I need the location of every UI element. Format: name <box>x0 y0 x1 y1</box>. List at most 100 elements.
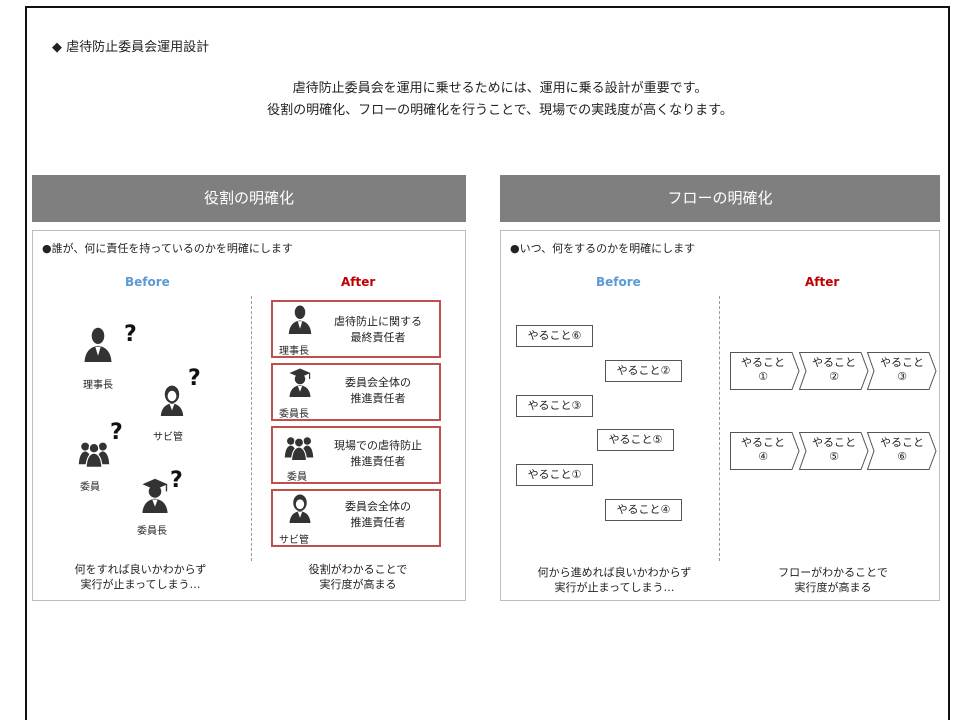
intro-line-1: 虐待防止委員会を運用に乗せるためには、運用に乗る設計が重要です。 <box>292 81 708 96</box>
question-mark-icon: ? <box>124 322 137 347</box>
flow-band: フローの明確化 <box>500 175 940 222</box>
caption-line-2: 実行度が高まる <box>794 581 872 594</box>
flow-after-caption: フローがわかることで 実行度が高まる <box>733 565 933 595</box>
caption-line-1: 役割がわかることで <box>308 563 408 576</box>
role-line-2: 最終責任者 <box>350 331 406 344</box>
flow-before-step: やること⑤ <box>597 429 674 451</box>
flow-before-step: やること⑥ <box>516 325 593 347</box>
role-description: 委員会全体の 推進責任者 <box>319 375 437 407</box>
role-box-sabikan: サビ管 委員会全体の 推進責任者 <box>271 489 441 547</box>
caption-line-2: 実行が止まってしまう… <box>554 581 675 594</box>
flow-before-step: やること② <box>605 360 682 382</box>
question-mark-icon: ? <box>170 468 183 493</box>
roles-before-label: Before <box>125 275 170 289</box>
caption-line-1: フローがわかることで <box>778 566 888 579</box>
caption-line-1: 何をすれば良いかわからず <box>74 563 207 576</box>
chevron-line-1: やること <box>741 436 785 449</box>
roles-before-caption: 何をすれば良いかわからず 実行が止まってしまう… <box>48 562 233 592</box>
roles-after-label: After <box>341 275 376 289</box>
chevron-line-2: ③ <box>897 370 907 383</box>
role-person: 委員長 <box>279 409 309 420</box>
roles-band-title: 役割の明確化 <box>203 189 294 207</box>
chevron-step-icon <box>730 352 800 390</box>
role-description: 現場での虐待防止 推進責任者 <box>319 438 437 470</box>
person-female-icon <box>285 493 315 523</box>
person-graduate-icon <box>285 367 315 397</box>
person-group-icon <box>74 437 114 469</box>
roles-after-caption: 役割がわかることで 実行度が高まる <box>268 562 448 592</box>
question-mark-icon: ? <box>188 366 201 391</box>
role-person: 委員 <box>287 472 307 483</box>
role-person: サビ管 <box>279 535 309 546</box>
chevron-line-2: ⑤ <box>829 450 839 463</box>
person-label-committee-chair: 委員長 <box>137 526 167 537</box>
role-line-2: 推進責任者 <box>350 455 406 468</box>
flow-before-caption: 何から進めれば良いかわからず 実行が止まってしまう… <box>512 565 717 595</box>
chevron-step-icon <box>866 352 937 390</box>
chevron-line-1: やること <box>880 436 924 449</box>
roles-bullet: ●誰が、何に責任を持っているのかを明確にします <box>42 242 293 255</box>
person-label-member: 委員 <box>80 482 100 493</box>
roles-divider <box>251 296 252 561</box>
chevron-step-icon <box>798 432 869 470</box>
flow-divider <box>719 296 720 561</box>
flow-after-label: After <box>805 275 840 289</box>
chevron-line-1: やること <box>741 356 785 369</box>
flow-before-step: やること① <box>516 464 593 486</box>
role-line-2: 推進責任者 <box>350 392 406 405</box>
role-line-1: 委員会全体の <box>345 500 411 513</box>
person-label-chairman: 理事長 <box>83 380 113 391</box>
role-description: 委員会全体の 推進責任者 <box>319 499 437 531</box>
role-line-2: 推進責任者 <box>350 516 406 529</box>
flow-before-step: やること③ <box>516 395 593 417</box>
person-label-sabikan: サビ管 <box>153 432 183 443</box>
person-graduate-icon <box>137 477 173 513</box>
intro-line-2: 役割の明確化、フローの明確化を行うことで、現場での実践度が高くなります。 <box>267 103 733 118</box>
role-line-1: 現場での虐待防止 <box>334 439 422 452</box>
person-suit-icon <box>80 326 116 362</box>
chevron-line-1: やること <box>812 436 856 449</box>
question-mark-icon: ? <box>110 420 123 445</box>
role-box-member: 委員 現場での虐待防止 推進責任者 <box>271 426 441 484</box>
roles-band: 役割の明確化 <box>32 175 466 222</box>
flow-bullet: ●いつ、何をするのかを明確にします <box>510 242 696 255</box>
flow-before-label: Before <box>596 275 641 289</box>
role-line-1: 委員会全体の <box>345 376 411 389</box>
role-description: 虐待防止に関する 最終責任者 <box>319 314 437 346</box>
flow-before-step: やること④ <box>605 499 682 521</box>
chevron-line-2: ① <box>758 370 768 383</box>
caption-line-2: 実行が止まってしまう… <box>80 578 201 591</box>
person-female-icon <box>156 382 188 418</box>
chevron-line-1: やること <box>880 356 924 369</box>
chevron-line-2: ⑥ <box>897 450 907 463</box>
role-box-chairman: 理事長 虐待防止に関する 最終責任者 <box>271 300 441 358</box>
chevron-step-icon <box>798 352 869 390</box>
chevron-step-icon <box>730 432 800 470</box>
chevron-line-2: ④ <box>758 450 768 463</box>
chevron-step-icon <box>866 432 937 470</box>
role-person: 理事長 <box>279 346 309 357</box>
flow-band-title: フローの明確化 <box>667 189 773 207</box>
role-line-1: 虐待防止に関する <box>334 315 422 328</box>
slide-frame <box>25 6 950 720</box>
page-title: ◆ 虐待防止委員会運用設計 <box>52 40 210 55</box>
caption-line-1: 何から進めれば良いかわからず <box>537 566 692 579</box>
person-group-icon <box>281 432 317 462</box>
chevron-line-2: ② <box>829 370 839 383</box>
chevron-line-1: やること <box>812 356 856 369</box>
person-suit-icon <box>285 304 315 334</box>
intro-text: 虐待防止委員会を運用に乗せるためには、運用に乗る設計が重要です。 役割の明確化、… <box>120 78 880 122</box>
role-box-committee-chair: 委員長 委員会全体の 推進責任者 <box>271 363 441 421</box>
caption-line-2: 実行度が高まる <box>319 578 397 591</box>
